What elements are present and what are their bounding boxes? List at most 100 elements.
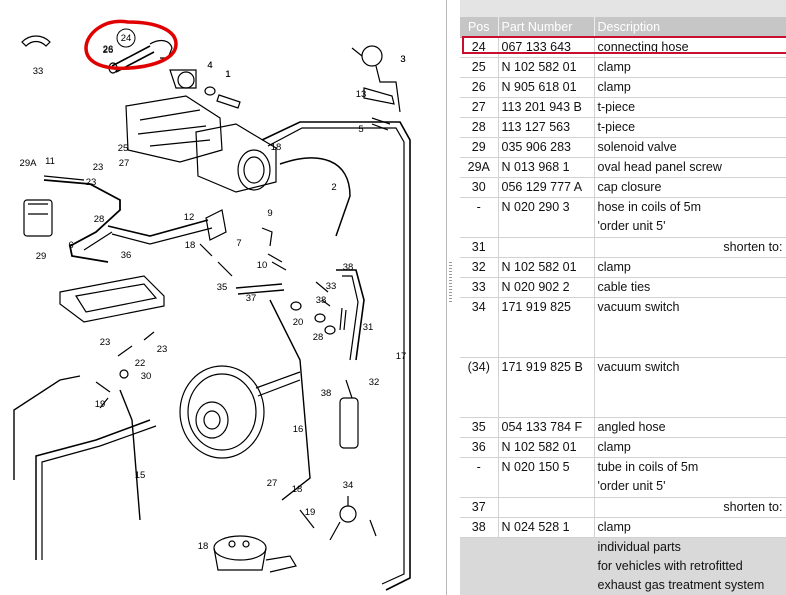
- description-line: cable ties: [597, 280, 651, 294]
- cell-description: vacuum switch: [594, 297, 786, 358]
- cell-pos: 29: [460, 137, 499, 158]
- description-line: 'order unit 5': [597, 479, 666, 493]
- callout-12: 12: [184, 212, 195, 223]
- callout-18: 18: [292, 484, 303, 495]
- description-line: t-piece: [597, 120, 636, 134]
- splitter-rail: [446, 0, 447, 595]
- table-row[interactable]: 31 shorten to:: [460, 237, 786, 258]
- callout-26: 26: [103, 44, 114, 55]
- callout-18: 18: [271, 142, 282, 153]
- cell-part-number: 171 919 825: [498, 297, 595, 358]
- callout-30: 30: [141, 371, 152, 382]
- callout-34: 34: [343, 480, 354, 491]
- callout-10: 10: [257, 260, 268, 271]
- callout-33: 33: [326, 281, 337, 292]
- description-line: tube in coils of 5m: [597, 460, 699, 474]
- cell-pos: -: [460, 197, 499, 238]
- cell-part-number: 171 919 825 B: [498, 357, 595, 418]
- callout-9: 9: [267, 208, 272, 219]
- cell-pos: 34: [460, 297, 499, 358]
- callout-29A: 29A: [20, 158, 38, 169]
- table-top-strip: [460, 0, 786, 17]
- cell-part-number: N 020 902 2: [498, 277, 595, 298]
- callout-28: 28: [94, 214, 105, 225]
- callout-23: 23: [100, 337, 111, 348]
- cell-pos: 36: [460, 437, 499, 458]
- description-line: clamp: [597, 60, 631, 74]
- cell-part-number: 054 133 784 F: [498, 417, 595, 438]
- description-line: shorten to:: [723, 240, 783, 254]
- cell-pos: 37: [460, 497, 499, 518]
- cell-description: clamp: [594, 517, 786, 538]
- cell-description: shorten to:: [594, 497, 786, 518]
- column-header-pos[interactable]: Pos: [460, 17, 499, 38]
- selected-row-highlight: [462, 36, 786, 54]
- description-line: individual parts: [597, 540, 681, 554]
- cell-description: t-piece: [594, 117, 786, 138]
- description-line: vacuum switch: [597, 360, 680, 374]
- callout-2: 2: [331, 182, 336, 193]
- cell-description: vacuum switch: [594, 357, 786, 418]
- cell-description: oval head panel screw: [594, 157, 786, 178]
- diagram-linework: [13, 35, 411, 591]
- description-line: cap closure: [597, 180, 662, 194]
- callout-38: 38: [343, 262, 354, 273]
- callout-5: 5: [358, 124, 363, 135]
- cell-pos: 33: [460, 277, 499, 298]
- callout-28: 28: [313, 332, 324, 343]
- callout-38: 38: [321, 388, 332, 399]
- column-header-description[interactable]: Description: [594, 17, 786, 38]
- callout-7: 7: [236, 238, 241, 249]
- callout-32: 32: [369, 377, 380, 388]
- cell-part-number: [498, 537, 595, 595]
- callout-13: 13: [356, 89, 367, 100]
- cell-description: clamp: [594, 437, 786, 458]
- cell-part-number: N 013 968 1: [498, 157, 595, 178]
- splitter-grip[interactable]: [449, 262, 452, 302]
- description-line: [598, 396, 783, 415]
- cell-part-number: N 102 582 01: [498, 57, 595, 78]
- cell-pos: 28: [460, 117, 499, 138]
- column-header-part-number[interactable]: Part Number: [498, 17, 595, 38]
- cell-description: hose in coils of 5m'order unit 5': [594, 197, 786, 238]
- cell-part-number: 113 127 563: [498, 117, 595, 138]
- highlight-annotation: 24: [84, 19, 178, 71]
- splitter[interactable]: [446, 0, 460, 595]
- description-line: clamp: [597, 520, 631, 534]
- cell-pos: 31: [460, 237, 499, 258]
- cell-pos: [460, 537, 499, 595]
- table-header-row: Pos Part Number Description: [460, 17, 786, 38]
- callout-15: 15: [135, 470, 146, 481]
- cell-pos: 32: [460, 257, 499, 278]
- callout-4: 4: [207, 60, 212, 71]
- description-line: connecting hose: [597, 40, 689, 54]
- callout-4: 4: [207, 60, 212, 71]
- callout-11: 11: [45, 156, 55, 167]
- table-row[interactable]: 37 shorten to:: [460, 497, 786, 518]
- callout-36: 36: [121, 250, 132, 261]
- description-line: 'order unit 5': [597, 219, 666, 233]
- callout-37: 37: [246, 293, 257, 304]
- cell-description: clamp: [594, 257, 786, 278]
- description-line: oval head panel screw: [597, 160, 722, 174]
- description-line: shorten to:: [723, 500, 783, 514]
